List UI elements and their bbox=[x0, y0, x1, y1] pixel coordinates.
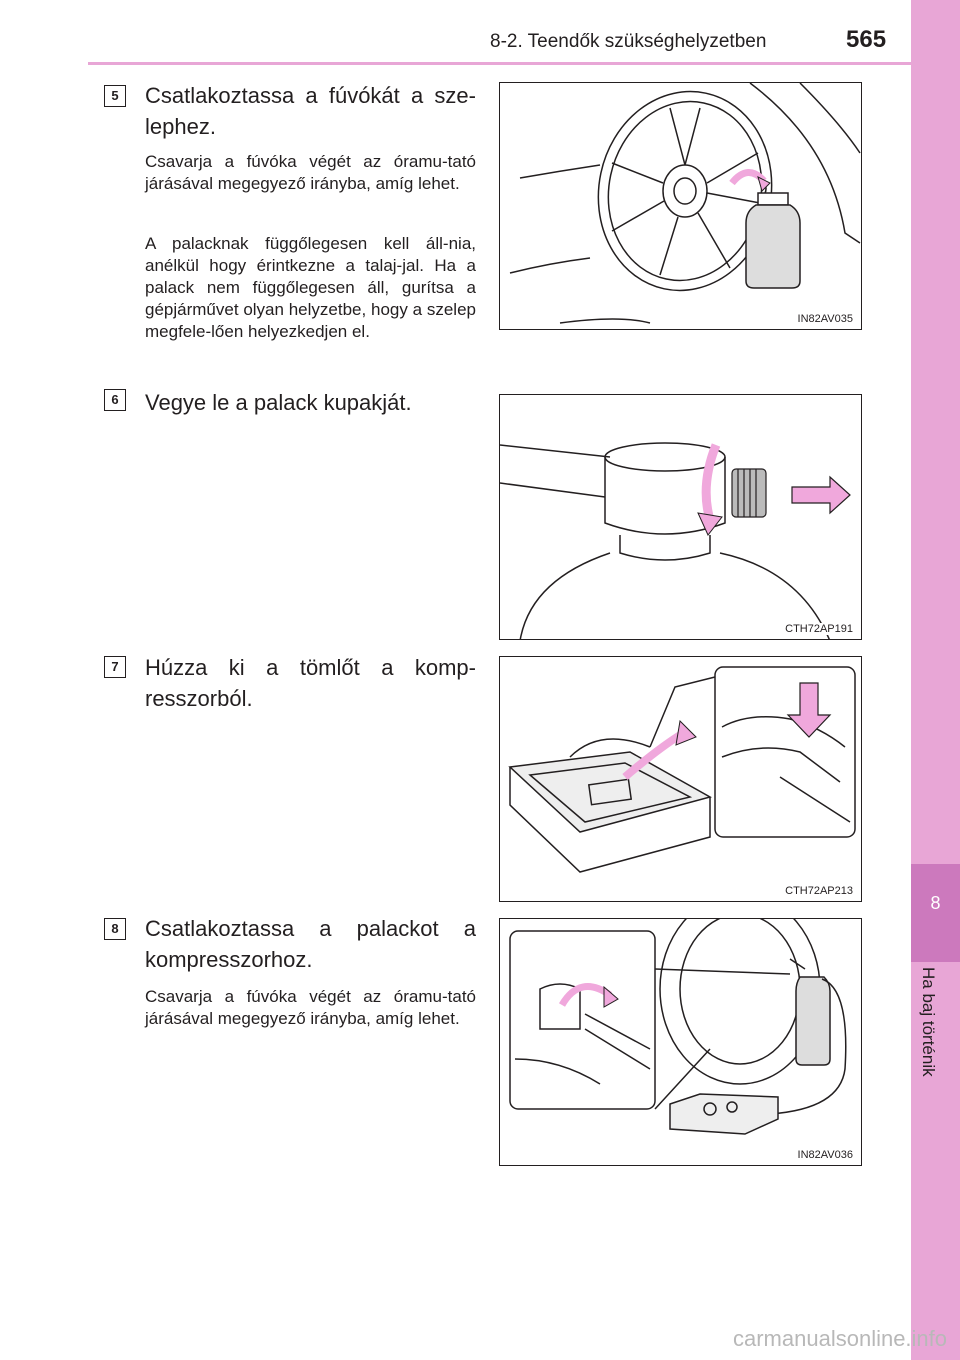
figure-bottle-compressor: IN82AV036 bbox=[499, 918, 862, 1166]
figure-code: CTH72AP213 bbox=[783, 885, 855, 897]
figure-code: IN82AV035 bbox=[795, 313, 855, 325]
step-number-8: 8 bbox=[104, 918, 126, 940]
chapter-title: Ha baj történik bbox=[919, 967, 938, 1077]
chapter-sidebar: 8 bbox=[911, 0, 960, 1360]
step-title-7: Húzza ki a tömlőt a komp-resszorból. bbox=[145, 655, 476, 711]
step-paragraph: Csavarja a fúvóka végét az óramu-tató já… bbox=[145, 987, 476, 1028]
step-title-5: Csatlakoztassa a fúvókát a sze-lephez. bbox=[145, 83, 476, 139]
header-rule bbox=[88, 62, 911, 65]
figure-code: CTH72AP191 bbox=[783, 623, 855, 635]
step-number-5: 5 bbox=[104, 85, 126, 107]
chapter-tab bbox=[911, 864, 960, 962]
bottle-cap-illustration bbox=[500, 442, 851, 639]
chapter-number: 8 bbox=[930, 893, 941, 913]
figure-bottle-cap: CTH72AP191 bbox=[499, 394, 862, 640]
step-number-7: 7 bbox=[104, 656, 126, 678]
step-paragraph: Csavarja a fúvóka végét az óramu-tató já… bbox=[145, 152, 476, 193]
step-number-6: 6 bbox=[104, 389, 126, 411]
figure-code: IN82AV036 bbox=[795, 1149, 855, 1161]
step-title-6: Vegye le a palack kupakját. bbox=[145, 390, 412, 415]
wheel-nozzle-illustration bbox=[509, 83, 861, 324]
bottle-compressor-illustration bbox=[509, 919, 847, 1135]
step-title-8: Csatlakoztassa a palackot a kompresszorh… bbox=[145, 916, 476, 972]
figure-compressor-hose: CTH72AP213 bbox=[499, 656, 862, 902]
page-number: 565 bbox=[846, 26, 887, 53]
compressor-hose-illustration bbox=[508, 666, 856, 873]
watermark: carmanualsonline.info bbox=[733, 1326, 948, 1351]
section-title: 8-2. Teendők szükséghelyzetben bbox=[490, 31, 767, 52]
figure-valve-nozzle: IN82AV035 bbox=[499, 82, 862, 330]
step-paragraph: A palacknak függőlegesen kell áll-nia, a… bbox=[145, 234, 476, 341]
